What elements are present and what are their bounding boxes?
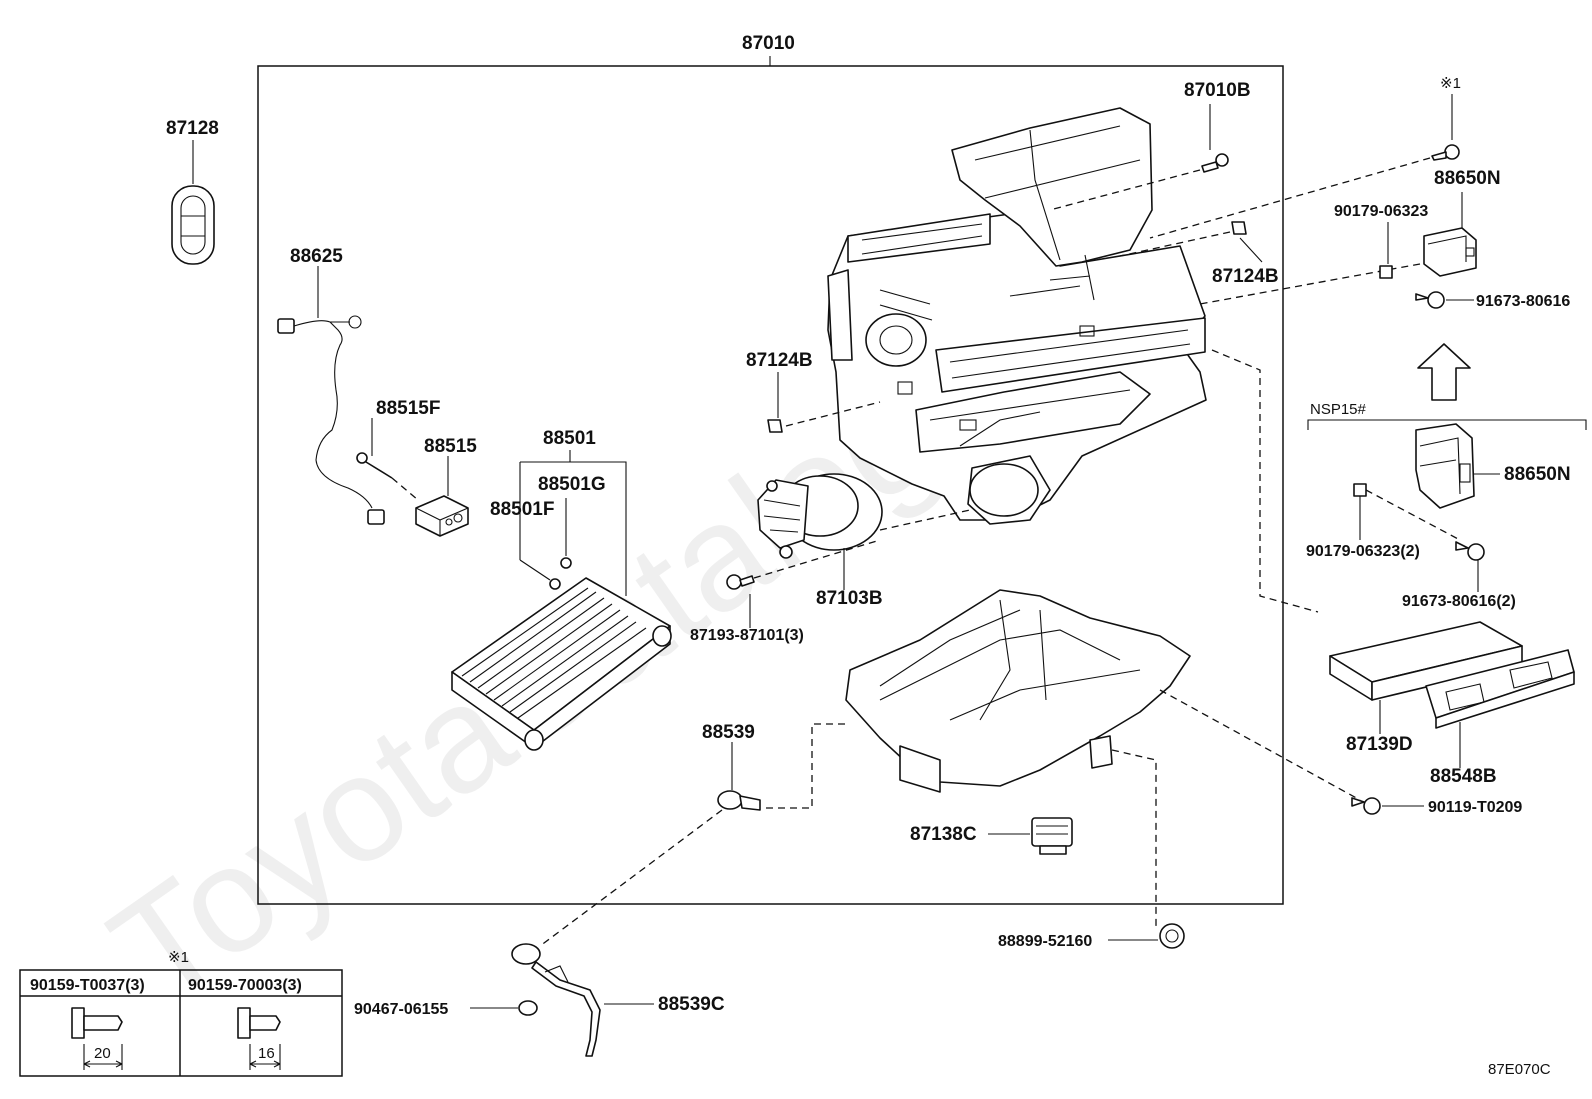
part-label-88899-52160[interactable]: 88899-52160 [998, 933, 1092, 950]
part-91673-screw-top [1415, 291, 1445, 309]
note-mark-top: ※1 [1440, 75, 1461, 92]
part-90467-clip [518, 1000, 538, 1016]
part-label-88515[interactable]: 88515 [424, 436, 477, 457]
part-90179-nut-bottom [1353, 483, 1367, 497]
part-label-88501[interactable]: 88501 [543, 428, 596, 449]
part-88539-clip [717, 790, 761, 811]
part-87124B-clip-right [1231, 221, 1247, 235]
part-88650N-amplifier-top [1423, 227, 1477, 277]
part-label-88650N-top[interactable]: 88650N [1434, 168, 1501, 189]
variant-label-nsp15: NSP15# [1310, 401, 1367, 418]
part-88539C-hose [511, 943, 601, 1057]
part-label-88650N-bottom[interactable]: 88650N [1504, 464, 1571, 485]
part-87128-grommet [171, 185, 215, 265]
part-87139D-cabin-filter [1329, 621, 1523, 701]
bolt-table-col2-header: 90159-70003(3) [188, 977, 302, 994]
part-88501-evaporator [451, 577, 672, 751]
part-87010-hvac-housing [827, 107, 1207, 525]
part-label-88539[interactable]: 88539 [702, 722, 755, 743]
part-top-bolt [1431, 144, 1460, 161]
part-label-87124B-right[interactable]: 87124B [1212, 266, 1279, 287]
part-label-87010B[interactable]: 87010B [1184, 80, 1251, 101]
bolt-spec-table: ※1 90159-T0037(3) 90159-70003(3) 20 16 [19, 949, 343, 1077]
part-88625-sensor-harness [277, 315, 385, 525]
part-88515F-screw [356, 452, 393, 479]
part-lower-case [845, 589, 1191, 793]
part-label-90467-06155[interactable]: 90467-06155 [354, 1001, 448, 1018]
part-87193-screw [726, 574, 755, 590]
part-88548B-filter-cover [1425, 649, 1575, 729]
bolt-table-note-mark: ※1 [168, 949, 189, 966]
part-label-88548B[interactable]: 88548B [1430, 766, 1497, 787]
part-87010B-screw [1201, 153, 1229, 173]
part-label-88515F[interactable]: 88515F [376, 398, 440, 419]
part-90119-screw [1351, 797, 1381, 815]
part-label-88501G[interactable]: 88501G [538, 474, 606, 495]
bolt-icon-col1 [71, 1007, 123, 1070]
figure-code: 87E070C [1488, 1061, 1551, 1078]
part-90179-nut-top [1379, 265, 1393, 279]
bolt-table-col1-length: 20 [94, 1045, 111, 1062]
part-label-87138C[interactable]: 87138C [910, 824, 977, 845]
part-label-87193-87101[interactable]: 87193-87101(3) [690, 627, 804, 644]
part-label-91673-80616-2[interactable]: 91673-80616(2) [1402, 593, 1516, 610]
part-label-87128[interactable]: 87128 [166, 118, 219, 139]
part-91673-screw-bottom [1455, 541, 1485, 561]
part-label-87124B-left[interactable]: 87124B [746, 350, 813, 371]
part-label-90119-T0209[interactable]: 90119-T0209 [1428, 799, 1522, 816]
part-label-91673-80616-top[interactable]: 91673-80616 [1476, 293, 1570, 310]
bolt-table-col2-length: 16 [258, 1045, 275, 1062]
part-label-87139D[interactable]: 87139D [1346, 734, 1413, 755]
part-88501G-plug [560, 557, 572, 569]
part-87138C-connector [1031, 817, 1073, 855]
part-87124B-clip-left [767, 419, 783, 433]
arrow-up-icon [1417, 343, 1471, 401]
part-88515-block [415, 495, 469, 537]
part-label-90179-06323-top[interactable]: 90179-06323 [1334, 203, 1428, 220]
bolt-table-col1-header: 90159-T0037(3) [30, 977, 145, 994]
part-label-90179-06323-2[interactable]: 90179-06323(2) [1306, 543, 1420, 560]
part-label-87010[interactable]: 87010 [742, 33, 795, 54]
part-88501F-plug [549, 578, 561, 590]
part-88899-grommet [1159, 923, 1185, 949]
bolt-icon-col2 [237, 1007, 281, 1070]
part-label-87103B[interactable]: 87103B [816, 588, 883, 609]
part-88650N-amplifier-bottom [1415, 423, 1475, 509]
part-label-88625[interactable]: 88625 [290, 246, 343, 267]
part-label-88539C[interactable]: 88539C [658, 994, 725, 1015]
part-label-88501F[interactable]: 88501F [490, 499, 554, 520]
part-87103B-blower-motor [757, 473, 883, 559]
